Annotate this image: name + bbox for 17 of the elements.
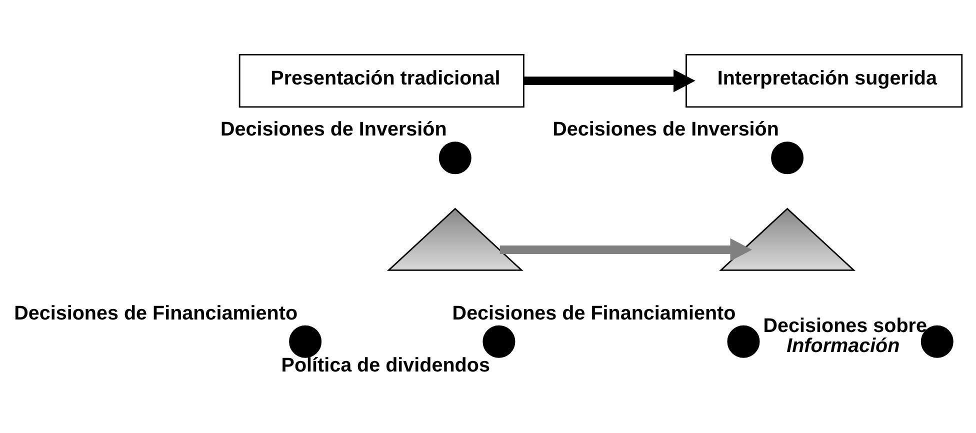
node-box: Presentación tradicional: [238, 54, 524, 108]
node-triangle: [386, 208, 524, 271]
node-circle: [727, 325, 760, 358]
node-circle: [438, 142, 472, 174]
arrow: [500, 238, 752, 262]
node-circle: [482, 325, 516, 358]
node-triangle: [719, 208, 856, 271]
node-label: Decisiones de Financiamiento: [452, 302, 736, 324]
node-label: Política de dividendos: [281, 354, 490, 377]
node-box: Interpretación sugerida: [686, 54, 963, 108]
node-label: Decisiones de Inversión: [552, 118, 779, 141]
node-circle: [289, 325, 322, 358]
arrow: [524, 69, 696, 92]
node-label: Decisiones de Financiamiento: [14, 302, 298, 324]
node-label: Decisiones sobre Información: [763, 314, 927, 357]
node-circle: [771, 142, 804, 174]
node-label: Decisiones de Inversión: [220, 118, 447, 141]
